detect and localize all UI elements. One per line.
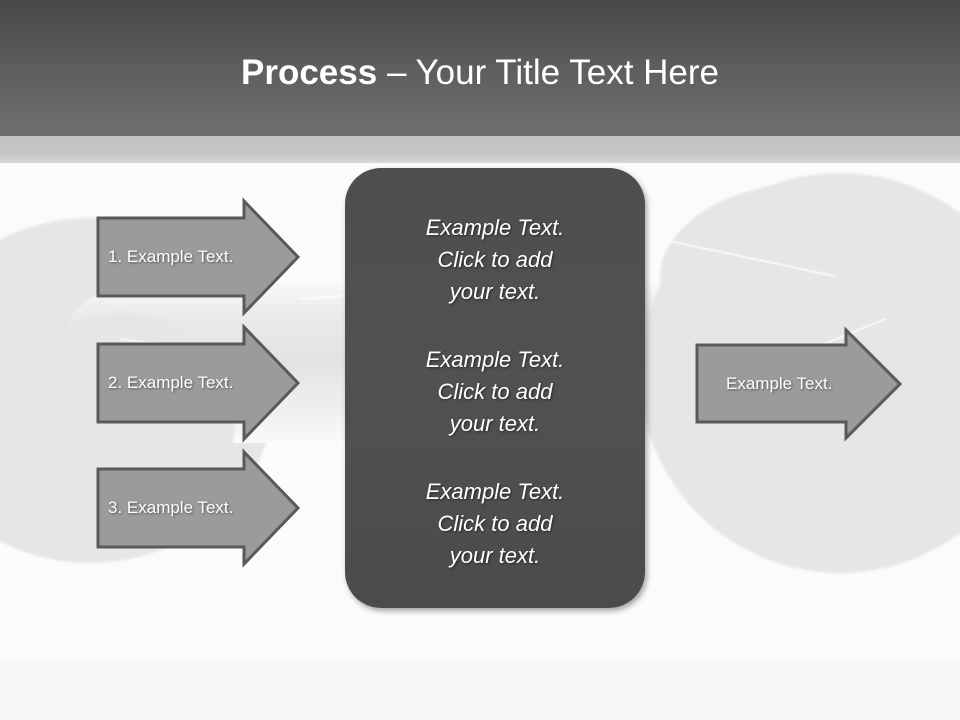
process-arrow-step-3[interactable]: 3. Example Text. (96, 448, 301, 568)
page-title-strong: Process (241, 53, 378, 92)
center-content-panel[interactable]: Example Text. Click to add your text. Ex… (345, 168, 645, 608)
process-arrow-outcome-label: Example Text. (726, 374, 833, 393)
page-title: Process – Your Title Text Here (0, 52, 960, 94)
title-bar (0, 0, 960, 136)
arrow-right-icon (96, 197, 301, 317)
process-arrow-step-1[interactable]: 1. Example Text. (96, 197, 301, 317)
arrow-right-icon (695, 326, 903, 442)
panel-text-block-1: Example Text. Click to add your text. (425, 215, 565, 304)
arrow-right-icon (96, 448, 301, 568)
process-arrow-step-2-label: 2. Example Text. (108, 373, 234, 392)
title-accent-band (0, 136, 960, 163)
arrow-right-icon (96, 323, 301, 443)
process-arrow-step-3-label: 3. Example Text. (108, 498, 234, 517)
process-arrow-step-1-label: 1. Example Text. (108, 247, 234, 266)
page-title-rest: – Your Title Text Here (377, 53, 719, 92)
slide-footer-area (0, 660, 960, 720)
process-arrow-step-2[interactable]: 2. Example Text. (96, 323, 301, 443)
process-arrow-outcome[interactable]: Example Text. (695, 326, 903, 442)
panel-text-block-2: Example Text. Click to add your text. (425, 347, 565, 436)
panel-text-block-3: Example Text. Click to add your text. (425, 479, 565, 568)
